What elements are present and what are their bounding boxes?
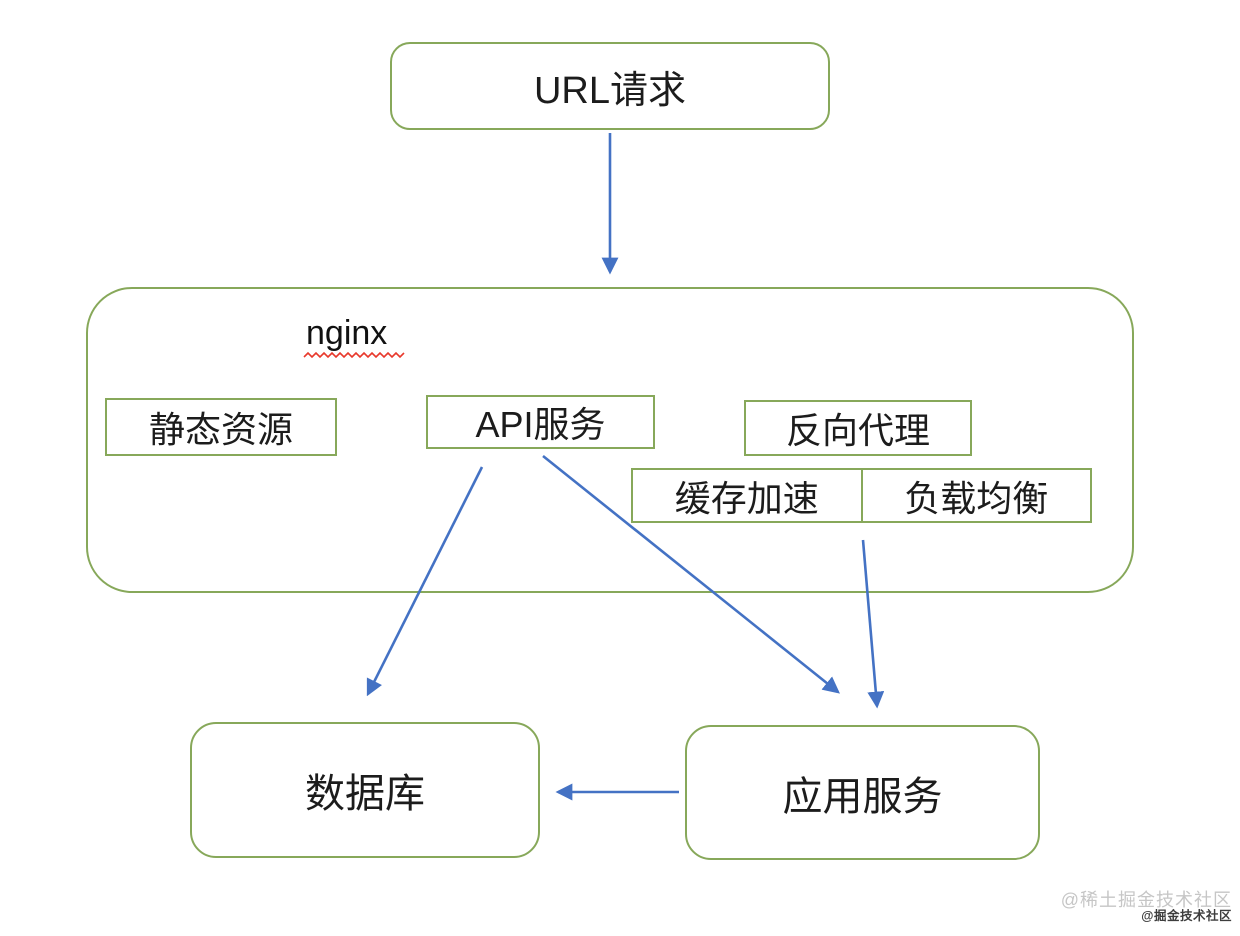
node-reverse-proxy: 反向代理 <box>744 400 972 456</box>
node-static-resources: 静态资源 <box>105 398 337 456</box>
node-database-label: 数据库 <box>305 772 425 816</box>
node-reverse-proxy-label: 反向代理 <box>785 410 930 451</box>
node-url-request: URL请求 <box>390 42 830 130</box>
watermark-secondary: @掘金技术社区 <box>1141 909 1232 923</box>
watermark-primary: @稀土掘金技术社区 <box>1060 890 1232 910</box>
node-app-service: 应用服务 <box>685 725 1040 860</box>
node-cache-load-table: 缓存加速 负载均衡 <box>631 468 1092 523</box>
node-cache-acceleration-label: 缓存加速 <box>674 477 819 519</box>
node-api-service: API服务 <box>426 395 655 449</box>
node-url-request-label: URL请求 <box>533 69 687 112</box>
spellcheck-underline-icon <box>303 351 405 359</box>
node-cache-acceleration: 缓存加速 <box>633 470 861 521</box>
node-static-resources-label: 静态资源 <box>148 409 293 450</box>
node-nginx-label: nginx <box>306 314 388 352</box>
node-load-balancing-label: 负载均衡 <box>904 477 1049 519</box>
node-app-service-label: 应用服务 <box>782 774 943 819</box>
node-database: 数据库 <box>190 722 540 858</box>
node-api-service-label: API服务 <box>475 404 606 445</box>
node-load-balancing: 负载均衡 <box>860 470 1091 521</box>
